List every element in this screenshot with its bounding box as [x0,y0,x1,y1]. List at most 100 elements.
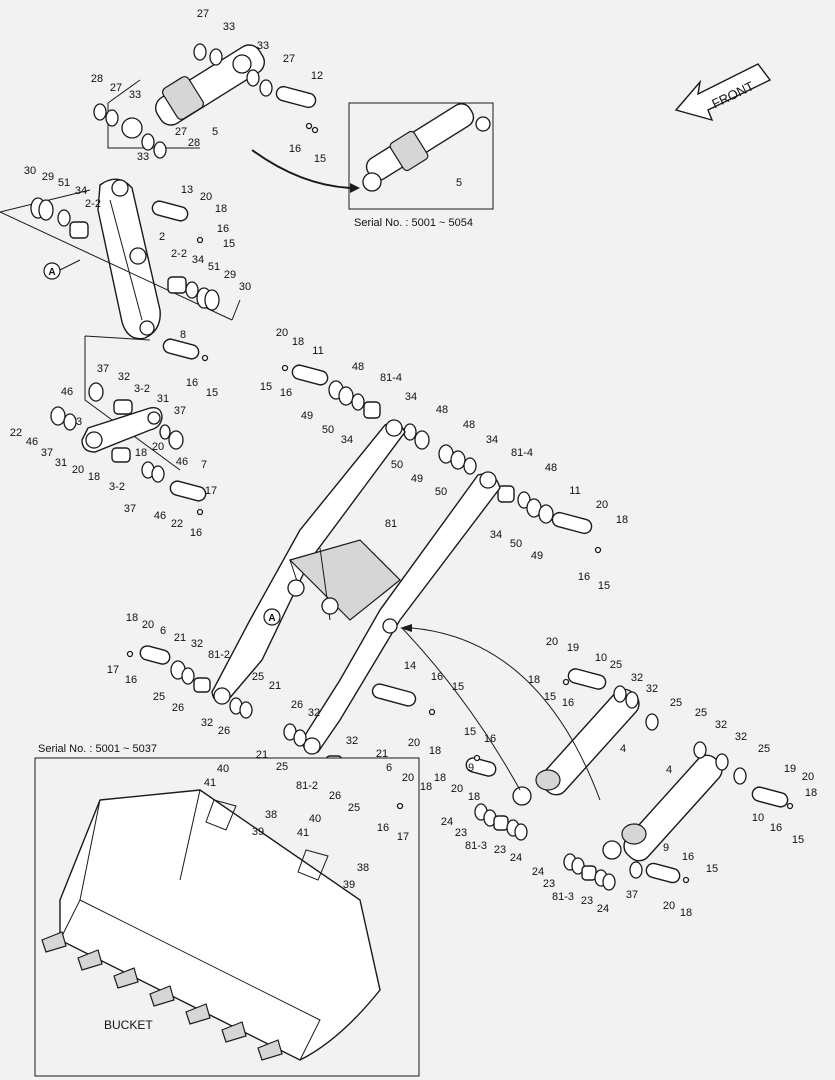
part-callout: 27 [197,8,209,20]
part-callout: 22 [10,427,22,439]
part-callout: 15 [598,580,610,592]
part-callout: 8 [180,329,186,341]
part-callout: 50 [435,486,447,498]
part-callout: 20 [663,900,675,912]
part-callout: 24 [510,852,522,864]
part-callout: 16 [125,674,137,686]
part-callout: 18 [429,745,441,757]
part-callout: 21 [376,748,388,760]
part-callout: 16 [280,387,292,399]
part-callout: 25 [670,697,682,709]
part-callout: 25 [610,659,622,671]
part-callout: 31 [157,393,169,405]
part-callout: 26 [291,699,303,711]
part-callout: 39 [252,826,264,838]
part-callout: 3-2 [134,383,150,395]
part-callout: 40 [217,763,229,775]
part-callout: 27 [110,82,122,94]
inset-top-part: 5 [456,177,462,189]
boom-arm [211,419,501,755]
part-callout: 2-2 [85,198,101,210]
part-callout: 32 [346,735,358,747]
part-callout: 25 [695,707,707,719]
part-callout: 25 [758,743,770,755]
part-callout: 81-2 [296,780,318,792]
part-callout: 15 [314,153,326,165]
part-callout: 34 [405,391,417,403]
lift-cylinder-2 [602,741,789,884]
spacer-sets [474,803,616,891]
side-cutter-parts [205,799,329,881]
part-callout: 81-3 [465,840,487,852]
arc-leaders [401,627,601,801]
part-callout: 32 [646,683,658,695]
part-callout: 15 [544,691,556,703]
bucket-label: BUCKET [104,1018,153,1032]
part-callout: 49 [411,473,423,485]
inset-bucket: Serial No. : 5001 ~ 5037 BUCKET [34,743,420,1077]
part-callout: 50 [510,538,522,550]
part-callout: 16 [186,377,198,389]
part-callout: 16 [562,697,574,709]
part-callout: 28 [91,73,103,85]
part-callout: 9 [468,762,474,774]
part-callout: 16 [377,822,389,834]
part-callout: 27 [283,53,295,65]
part-callout: 48 [352,361,364,373]
part-callout: 18 [616,514,628,526]
part-callout: 34 [490,529,502,541]
part-callout: 17 [107,664,119,676]
part-callout: 20 [402,772,414,784]
part-callout: 16 [431,671,443,683]
part-callout: 18 [680,907,692,919]
part-callout: 13 [181,184,193,196]
part-callout: 5 [212,126,218,138]
part-callout: 6 [386,762,392,774]
part-callout: 2-2 [171,248,187,260]
part-callout: 15 [452,681,464,693]
bolts [126,122,794,884]
part-callout: 16 [217,223,229,235]
part-callout: 50 [391,459,403,471]
bucket-teeth [41,931,283,1061]
washers [30,43,554,524]
part-callout: 40 [309,813,321,825]
part-callout: 37 [97,363,109,375]
tilt-cylinder [121,44,265,139]
part-callout: 7 [201,459,207,471]
bell-crank [97,178,161,340]
part-callout: 20 [72,464,84,476]
part-callout: 4 [666,764,672,776]
part-callout: 22 [171,518,183,530]
part-callout: 23 [543,878,555,890]
part-callout: 34 [192,254,204,266]
part-callout: 15 [260,381,272,393]
part-callout: 18 [434,772,446,784]
part-callout: 23 [455,827,467,839]
part-callout: 32 [118,371,130,383]
part-callout: 16 [682,851,694,863]
part-callout: 24 [597,903,609,915]
part-callout: 6 [160,625,166,637]
part-callout: 39 [343,879,355,891]
part-callout: 81-4 [511,447,533,459]
part-callout: 34 [341,434,353,446]
tilt-link [81,407,163,453]
part-callout: 11 [312,345,323,357]
part-callout: 18 [135,447,147,459]
part-callout: 15 [223,238,235,250]
part-callout: 46 [26,436,38,448]
part-callout: 19 [567,642,579,654]
part-callout: 25 [252,671,264,683]
part-callout: 37 [124,503,136,515]
part-callout: 18 [805,787,817,799]
part-callout: 17 [205,485,217,497]
part-callout: 50 [322,424,334,436]
part-callout: 24 [532,866,544,878]
part-callout: 18 [420,781,432,793]
part-callout: 51 [58,177,70,189]
part-callout: 18 [126,612,138,624]
part-callout: 38 [265,809,277,821]
part-callout: 20 [546,636,558,648]
